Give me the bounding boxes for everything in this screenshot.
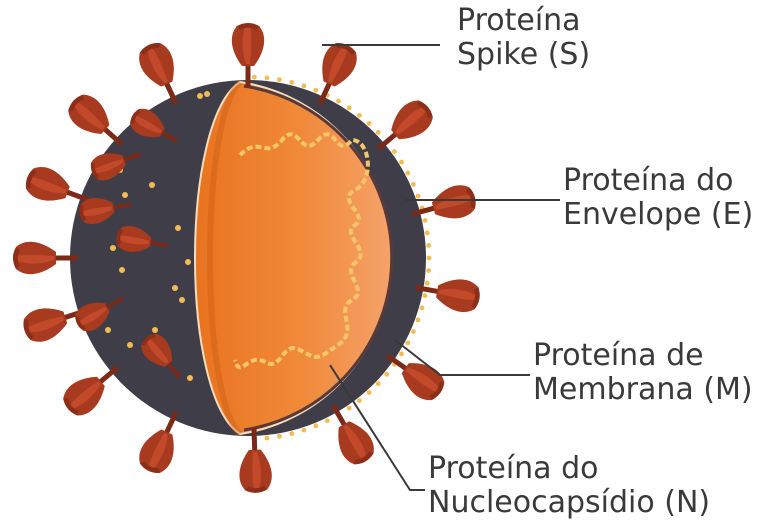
envelope-dot (376, 381, 381, 386)
label-envelope-protein: Proteína do Envelope (E) (563, 164, 753, 232)
envelope-dot (425, 230, 430, 235)
envelope-dot (302, 428, 307, 433)
envelope-dot (252, 75, 257, 80)
envelope-dot (336, 99, 341, 104)
label-spike-line2: Spike (S) (457, 38, 590, 72)
envelope-dot (289, 431, 294, 436)
envelope-dot (265, 436, 270, 441)
envelope-dot (411, 329, 416, 334)
envelope-dot (425, 281, 430, 286)
envelope-dot (367, 390, 372, 395)
envelope-dot (302, 84, 307, 89)
envelope-dot (357, 113, 362, 118)
envelope-dot (427, 256, 432, 261)
envelope-dot (416, 194, 421, 199)
label-envelope-line1: Proteína do (563, 164, 753, 198)
envelope-dot (265, 76, 270, 81)
envelope-dot (426, 268, 431, 273)
label-membrane-protein: Proteína de Membrana (M) (533, 339, 753, 407)
envelope-dot (347, 406, 352, 411)
label-nucleocapsid-line1: Proteína do (428, 452, 710, 486)
label-envelope-line2: Envelope (E) (563, 198, 753, 232)
envelope-dot (399, 352, 404, 357)
envelope-dot (405, 171, 410, 176)
envelope-dot (405, 341, 410, 346)
label-nucleocapsid-line2: Nucleocapsídio (N) (428, 486, 710, 520)
envelope-dot (357, 398, 362, 403)
envelope-dot (423, 218, 428, 223)
envelope-dot (367, 121, 372, 126)
envelope-dot (384, 372, 389, 377)
envelope-dot (376, 130, 381, 135)
envelope-dot (416, 318, 421, 323)
label-spike-line1: Proteína (457, 4, 590, 38)
envelope-dot (313, 423, 318, 428)
envelope-dot (313, 88, 318, 93)
label-membrane-line1: Proteína de (533, 339, 753, 373)
envelope-dot (426, 243, 431, 248)
envelope-dot (411, 182, 416, 187)
envelope-dot (277, 434, 282, 439)
envelope-dot (423, 293, 428, 298)
label-spike-protein: Proteína Spike (S) (457, 4, 590, 72)
spike-protein (232, 23, 264, 88)
spike-protein (13, 242, 78, 274)
label-membrane-line2: Membrana (M) (533, 373, 753, 407)
envelope-dot (277, 77, 282, 82)
envelope-dot (392, 149, 397, 154)
envelope-dot (289, 80, 294, 85)
envelope-dot (347, 106, 352, 111)
envelope-dot (399, 160, 404, 165)
label-nucleocapsid-protein: Proteína do Nucleocapsídio (N) (428, 452, 710, 520)
envelope-dot (325, 418, 330, 423)
envelope-dot (420, 306, 425, 311)
